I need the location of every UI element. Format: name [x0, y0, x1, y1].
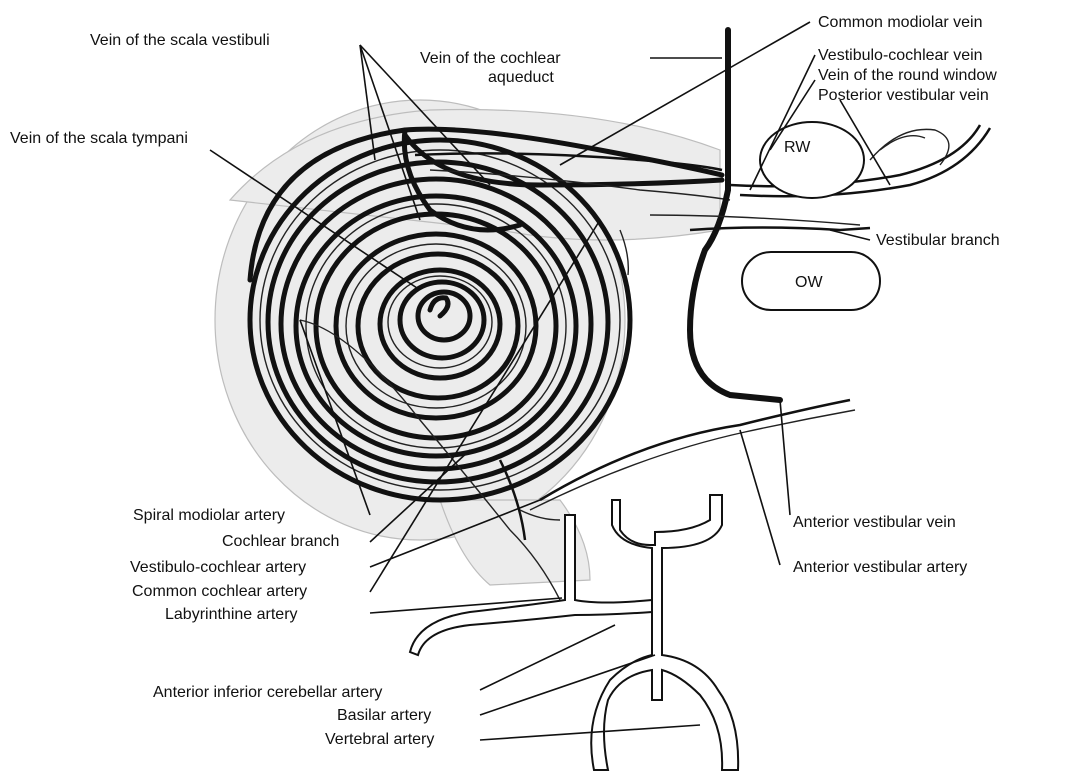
rw-label: RW [784, 139, 811, 156]
round-window [760, 122, 864, 198]
label-spiral-modiolar-artery: Spiral modiolar artery [133, 507, 285, 524]
label-vein-scala-vestibuli: Vein of the scala vestibuli [90, 32, 270, 49]
label-anterior-vestibular-artery: Anterior vestibular artery [793, 559, 967, 576]
label-vestibular-branch: Vestibular branch [876, 232, 1000, 249]
label-vein-cochlear-aqueduct-1: Vein of the cochlear [420, 50, 561, 67]
label-common-modiolar-vein: Common modiolar vein [818, 14, 983, 31]
label-common-cochlear-artery: Common cochlear artery [132, 583, 307, 600]
label-vein-round-window: Vein of the round window [818, 67, 997, 84]
label-vein-scala-tympani: Vein of the scala tympani [10, 130, 188, 147]
label-posterior-vestibular-vein: Posterior vestibular vein [818, 87, 989, 104]
label-vein-cochlear-aqueduct-2: aqueduct [488, 69, 554, 86]
ow-label: OW [795, 274, 823, 291]
label-vestibulo-cochlear-artery: Vestibulo-cochlear artery [130, 559, 306, 576]
label-anterior-vestibular-vein: Anterior vestibular vein [793, 514, 956, 531]
label-cochlear-branch: Cochlear branch [222, 533, 339, 550]
label-vertebral-artery: Vertebral artery [325, 731, 434, 748]
label-aica: Anterior inferior cerebellar artery [153, 684, 382, 701]
label-vestibulo-cochlear-vein: Vestibulo-cochlear vein [818, 47, 983, 64]
label-basilar-artery: Basilar artery [337, 707, 431, 724]
label-labyrinthine-artery: Labyrinthine artery [165, 606, 298, 623]
